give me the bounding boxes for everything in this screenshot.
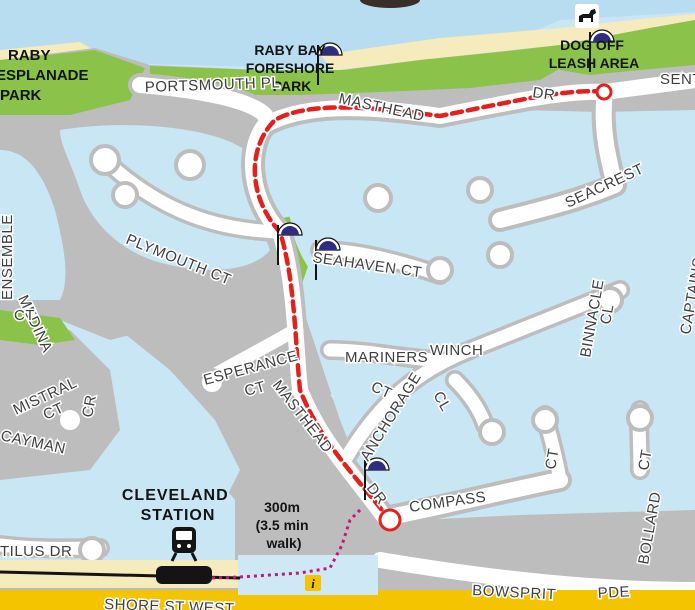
flag-icon-compass[interactable] bbox=[364, 457, 390, 500]
street-ensemble: ENSEMBLE bbox=[0, 214, 16, 300]
train-platform bbox=[156, 566, 212, 584]
street-mariners: MARINERS bbox=[345, 349, 428, 366]
place-labels: RABY ESPLANADE PARK RABY BAY FORESHORE P… bbox=[0, 37, 639, 551]
flag-icon-foreshore-park[interactable] bbox=[317, 42, 343, 85]
raby-esplanade-line-3: PARK bbox=[0, 87, 42, 104]
cul-de-sacs bbox=[56, 144, 654, 564]
svg-text:i: i bbox=[311, 576, 315, 591]
route-start-point[interactable] bbox=[378, 508, 402, 532]
walk-info-line-2: (3.5 min bbox=[256, 517, 309, 533]
flag-markers bbox=[277, 29, 615, 500]
street-ct-mid: CT bbox=[542, 447, 562, 471]
route-path bbox=[252, 88, 607, 523]
flag-dome-fill bbox=[281, 226, 299, 235]
raby-esplanade-line-2: ESPLANADE bbox=[0, 67, 89, 84]
station-line-1: CLEVELAND bbox=[122, 487, 229, 504]
street-winch: WINCH bbox=[430, 342, 483, 359]
street-nautilus: TILUS DR bbox=[0, 543, 72, 560]
dog-off-line-2: LEASH AREA bbox=[549, 55, 640, 71]
route-end-point[interactable] bbox=[595, 83, 613, 101]
foreshore-line-1: RABY BAY bbox=[254, 42, 326, 58]
raby-esplanade-line-1: RABY bbox=[8, 47, 50, 64]
walk-info-line-1: 300m bbox=[264, 499, 300, 515]
walk-route bbox=[211, 506, 364, 580]
dog-off-leash-label: DOG OFF LEASH AREA bbox=[549, 37, 640, 71]
foreshore-line-2: FORESHORE bbox=[246, 60, 335, 76]
walk-info-label: 300m (3.5 min walk) bbox=[256, 499, 313, 551]
flag-dome-fill bbox=[368, 461, 386, 470]
flag-icon-seahaven[interactable] bbox=[315, 237, 341, 280]
bottom-main-road bbox=[0, 590, 695, 610]
flag-dome-fill bbox=[593, 33, 611, 42]
train-icon[interactable] bbox=[170, 527, 198, 562]
dog-icon[interactable] bbox=[575, 4, 599, 28]
cleveland-station-label: CLEVELAND STATION bbox=[122, 487, 234, 524]
foreshore-park-label: RABY BAY FORESHORE PARK bbox=[246, 42, 339, 94]
street-dr-top: DR bbox=[531, 84, 556, 104]
street-cayman-cr: CR bbox=[79, 393, 100, 418]
info-icon[interactable]: i bbox=[305, 575, 321, 591]
top-marker-shadow bbox=[360, 0, 420, 8]
flag-dome-fill bbox=[319, 241, 337, 250]
foreshore-line-3: PARK bbox=[273, 78, 312, 94]
flag-icon-plymouth[interactable] bbox=[277, 222, 303, 265]
flag-icon-dog-off-leash[interactable] bbox=[589, 29, 615, 72]
flag-dome-fill bbox=[321, 46, 339, 55]
street-bollard-ct: CT bbox=[635, 448, 655, 472]
walk-info-line-3: walk) bbox=[265, 535, 301, 551]
street-binnacle-cl: CL bbox=[597, 303, 617, 326]
dog-off-line-1: DOG OFF bbox=[560, 37, 624, 53]
station-line-2: STATION bbox=[141, 507, 216, 524]
street-pde: PDE bbox=[597, 583, 630, 602]
moreton-bay bbox=[0, 0, 695, 70]
street-sentinel: SENTINEL bbox=[660, 71, 695, 88]
street-medina-ct: CT bbox=[14, 307, 35, 324]
raby-esplanade-park-label: RABY ESPLANADE PARK bbox=[0, 47, 93, 104]
